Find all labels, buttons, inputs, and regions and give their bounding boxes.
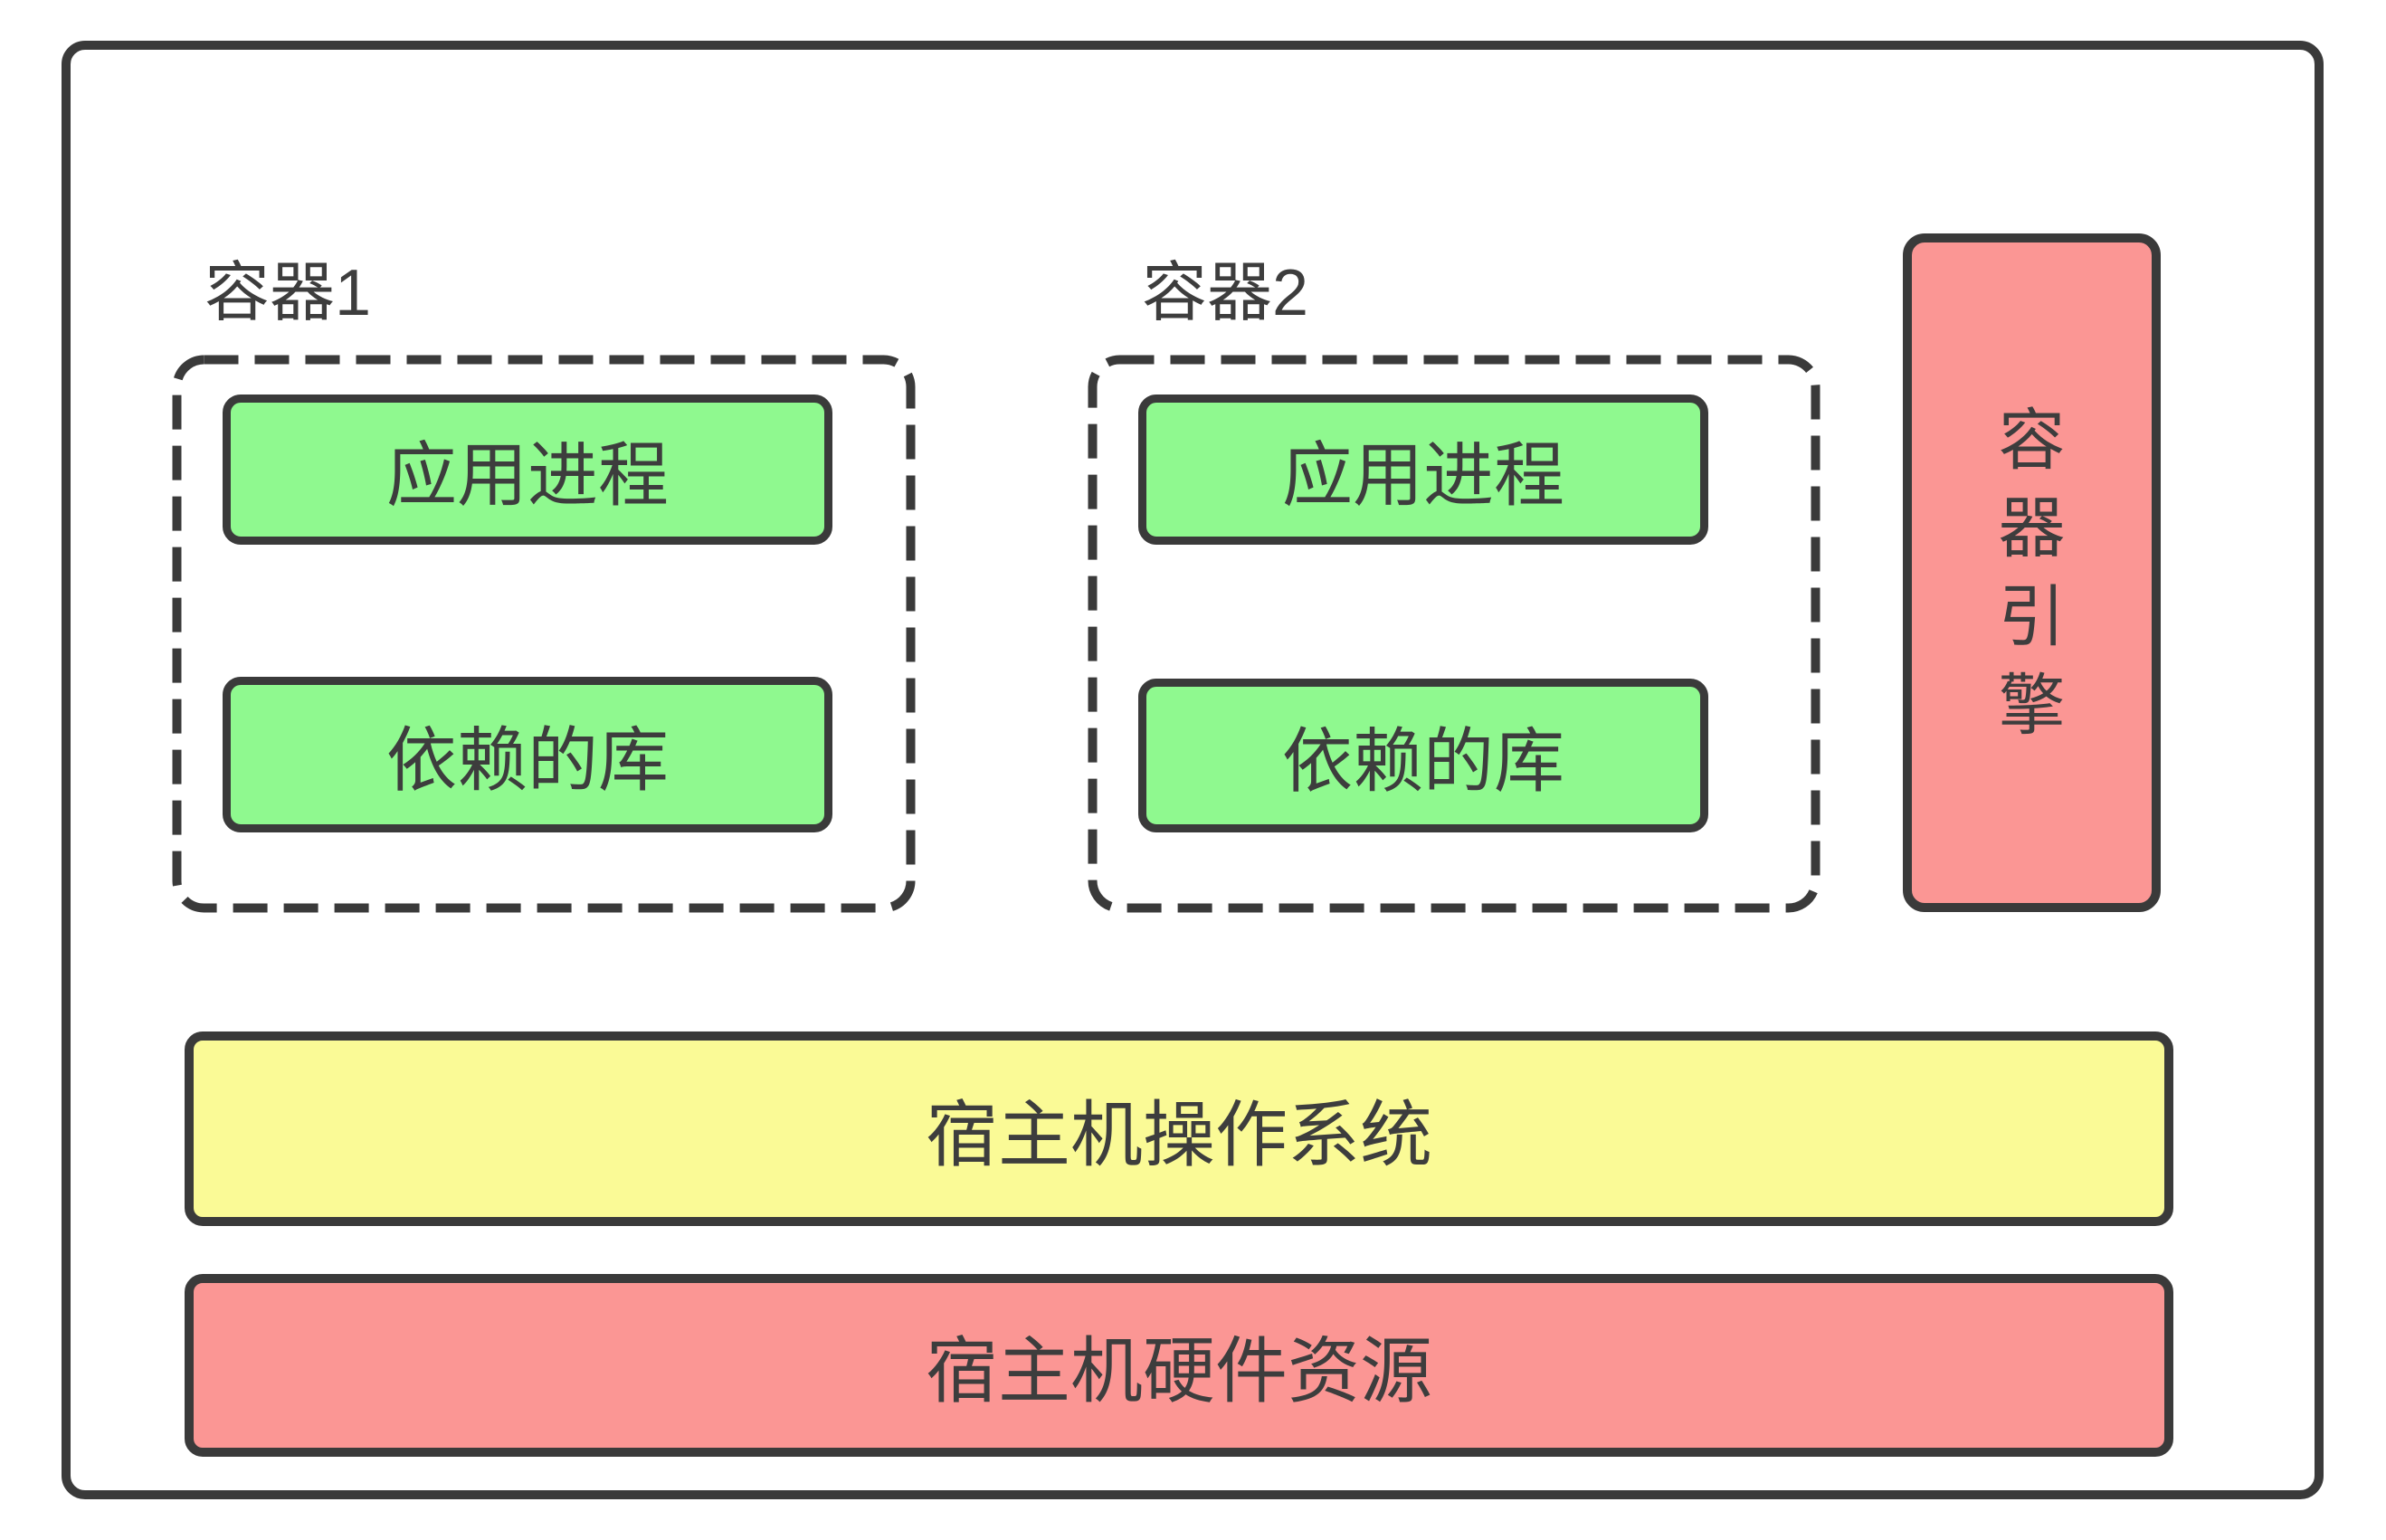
container-1-dependency-lib-box: 依赖的库 [223,677,832,832]
host-os-layer: 宿主机操作系统 [185,1031,2173,1226]
container-engine-label: 容器引擎 [1998,402,2066,743]
host-hardware-label: 宿主机硬件资源 [926,1331,1432,1412]
host-hardware-layer: 宿主机硬件资源 [185,1274,2173,1457]
container-1-label: 容器1 [204,257,372,329]
container-2-label: 容器2 [1142,257,1309,329]
container-engine-box: 容器引擎 [1903,233,2161,912]
container-1-dependency-lib-label: 依赖的库 [385,720,669,800]
container-2-dashed-border [1088,355,1820,913]
container-2-app-process-label: 应用进程 [1281,435,1564,515]
container-2-dependency-lib-label: 依赖的库 [1281,721,1564,801]
container-2-app-process-box: 应用进程 [1138,395,1708,545]
container-1-app-process-box: 应用进程 [223,395,832,545]
host-os-label: 宿主机操作系统 [926,1094,1432,1175]
container-1-app-process-label: 应用进程 [385,435,669,515]
container-2-dependency-lib-box: 依赖的库 [1138,679,1708,832]
container-1-dashed-border [172,355,916,913]
